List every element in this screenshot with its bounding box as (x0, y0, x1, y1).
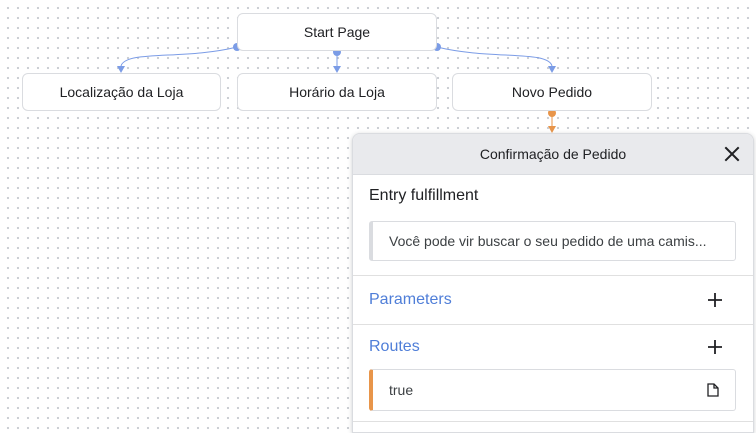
routes-section: Routes (353, 325, 753, 369)
plus-icon (708, 293, 722, 307)
panel-header: Confirmação de Pedido (353, 134, 753, 175)
panel-title: Confirmação de Pedido (479, 146, 627, 162)
entry-fulfillment-title: Entry fulfillment (369, 187, 479, 204)
arrow-novo (548, 66, 556, 73)
parameters-section: Parameters (353, 276, 753, 324)
route-condition: true (389, 382, 414, 398)
document-icon[interactable] (705, 382, 721, 398)
node-horario-label: Horário da Loja (289, 84, 385, 100)
close-button[interactable] (721, 143, 743, 165)
section-divider (353, 324, 753, 325)
add-parameter-button[interactable] (705, 290, 725, 310)
node-horario-da-loja[interactable]: Horário da Loja (237, 73, 437, 111)
link-start-localizacao (120, 46, 238, 67)
routes-label[interactable]: Routes (369, 338, 420, 355)
node-start-page[interactable]: Start Page (237, 13, 437, 51)
node-start-page-label: Start Page (303, 24, 371, 40)
link-start-novo (436, 46, 553, 67)
close-icon (724, 146, 740, 162)
add-route-button[interactable] (705, 337, 725, 357)
node-novo-pedido-label: Novo Pedido (511, 84, 593, 100)
plus-icon (708, 340, 722, 354)
entry-fulfillment-text: Você pode vir buscar o seu pedido de uma… (389, 233, 707, 249)
entry-fulfillment-message[interactable]: Você pode vir buscar o seu pedido de uma… (369, 221, 736, 261)
section-divider (353, 421, 753, 422)
node-localizacao-da-loja[interactable]: Localização da Loja (22, 73, 221, 111)
node-novo-pedido[interactable]: Novo Pedido (452, 73, 652, 111)
arrow-horario (333, 66, 341, 73)
route-item[interactable]: true (369, 369, 736, 411)
section-divider (353, 275, 753, 276)
node-localizacao-label: Localização da Loja (59, 84, 184, 100)
parameters-label[interactable]: Parameters (369, 291, 452, 308)
arrow-confirmacao (548, 126, 556, 133)
arrow-localizacao (117, 66, 125, 73)
page-detail-panel: Confirmação de Pedido Entry fulfillment … (352, 133, 754, 433)
